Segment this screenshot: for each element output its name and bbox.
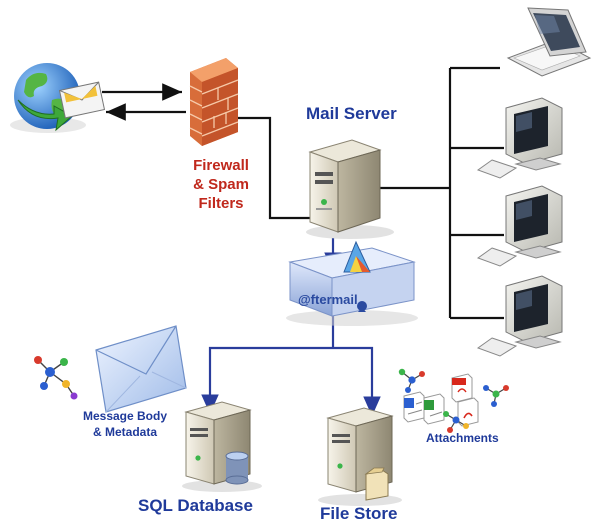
- sql-database-icon: [182, 401, 262, 492]
- firewall-label-line-1: Firewall: [193, 157, 249, 174]
- sql-database-label: SQL Database: [138, 496, 253, 515]
- envelope-icon: [95, 325, 187, 413]
- aftermail-logo-icon: [343, 240, 371, 273]
- aftermail-logo-text: @ftermail: [298, 292, 358, 307]
- storage-split-line: [208, 346, 374, 410]
- file-store-icon: [318, 407, 402, 506]
- pdf-file-icon: [451, 373, 473, 403]
- word-file-icon: [403, 391, 425, 423]
- mail-server-icon: [306, 139, 394, 239]
- firewall-label: Firewall & Spam Filters: [178, 156, 264, 213]
- attachments-icons: [398, 368, 509, 433]
- internet-email-icon: [10, 63, 106, 133]
- desktop-computer-icon-2: [476, 185, 563, 267]
- laptop-icon: [506, 7, 592, 77]
- metadata-molecule-icon: [34, 356, 78, 400]
- pdf-file-icon-2: [457, 397, 479, 427]
- excel-file-icon: [423, 393, 445, 425]
- firewall-to-server-line: [238, 116, 318, 220]
- firewall-label-line-2: & Spam: [193, 176, 249, 193]
- message-body-label: Message Body & Metadata: [66, 408, 184, 440]
- desktop-computer-icon-3: [476, 275, 563, 357]
- message-body-label-line-1: Message Body: [82, 409, 168, 423]
- firewall-icon: [189, 58, 239, 146]
- attachments-label: Attachments: [426, 431, 499, 445]
- file-store-label: File Store: [320, 504, 398, 523]
- mail-server-label: Mail Server: [306, 104, 397, 123]
- message-body-label-line-2: & Metadata: [92, 425, 157, 439]
- desktop-computer-icon-1: [476, 97, 563, 179]
- firewall-label-line-3: Filters: [198, 195, 244, 212]
